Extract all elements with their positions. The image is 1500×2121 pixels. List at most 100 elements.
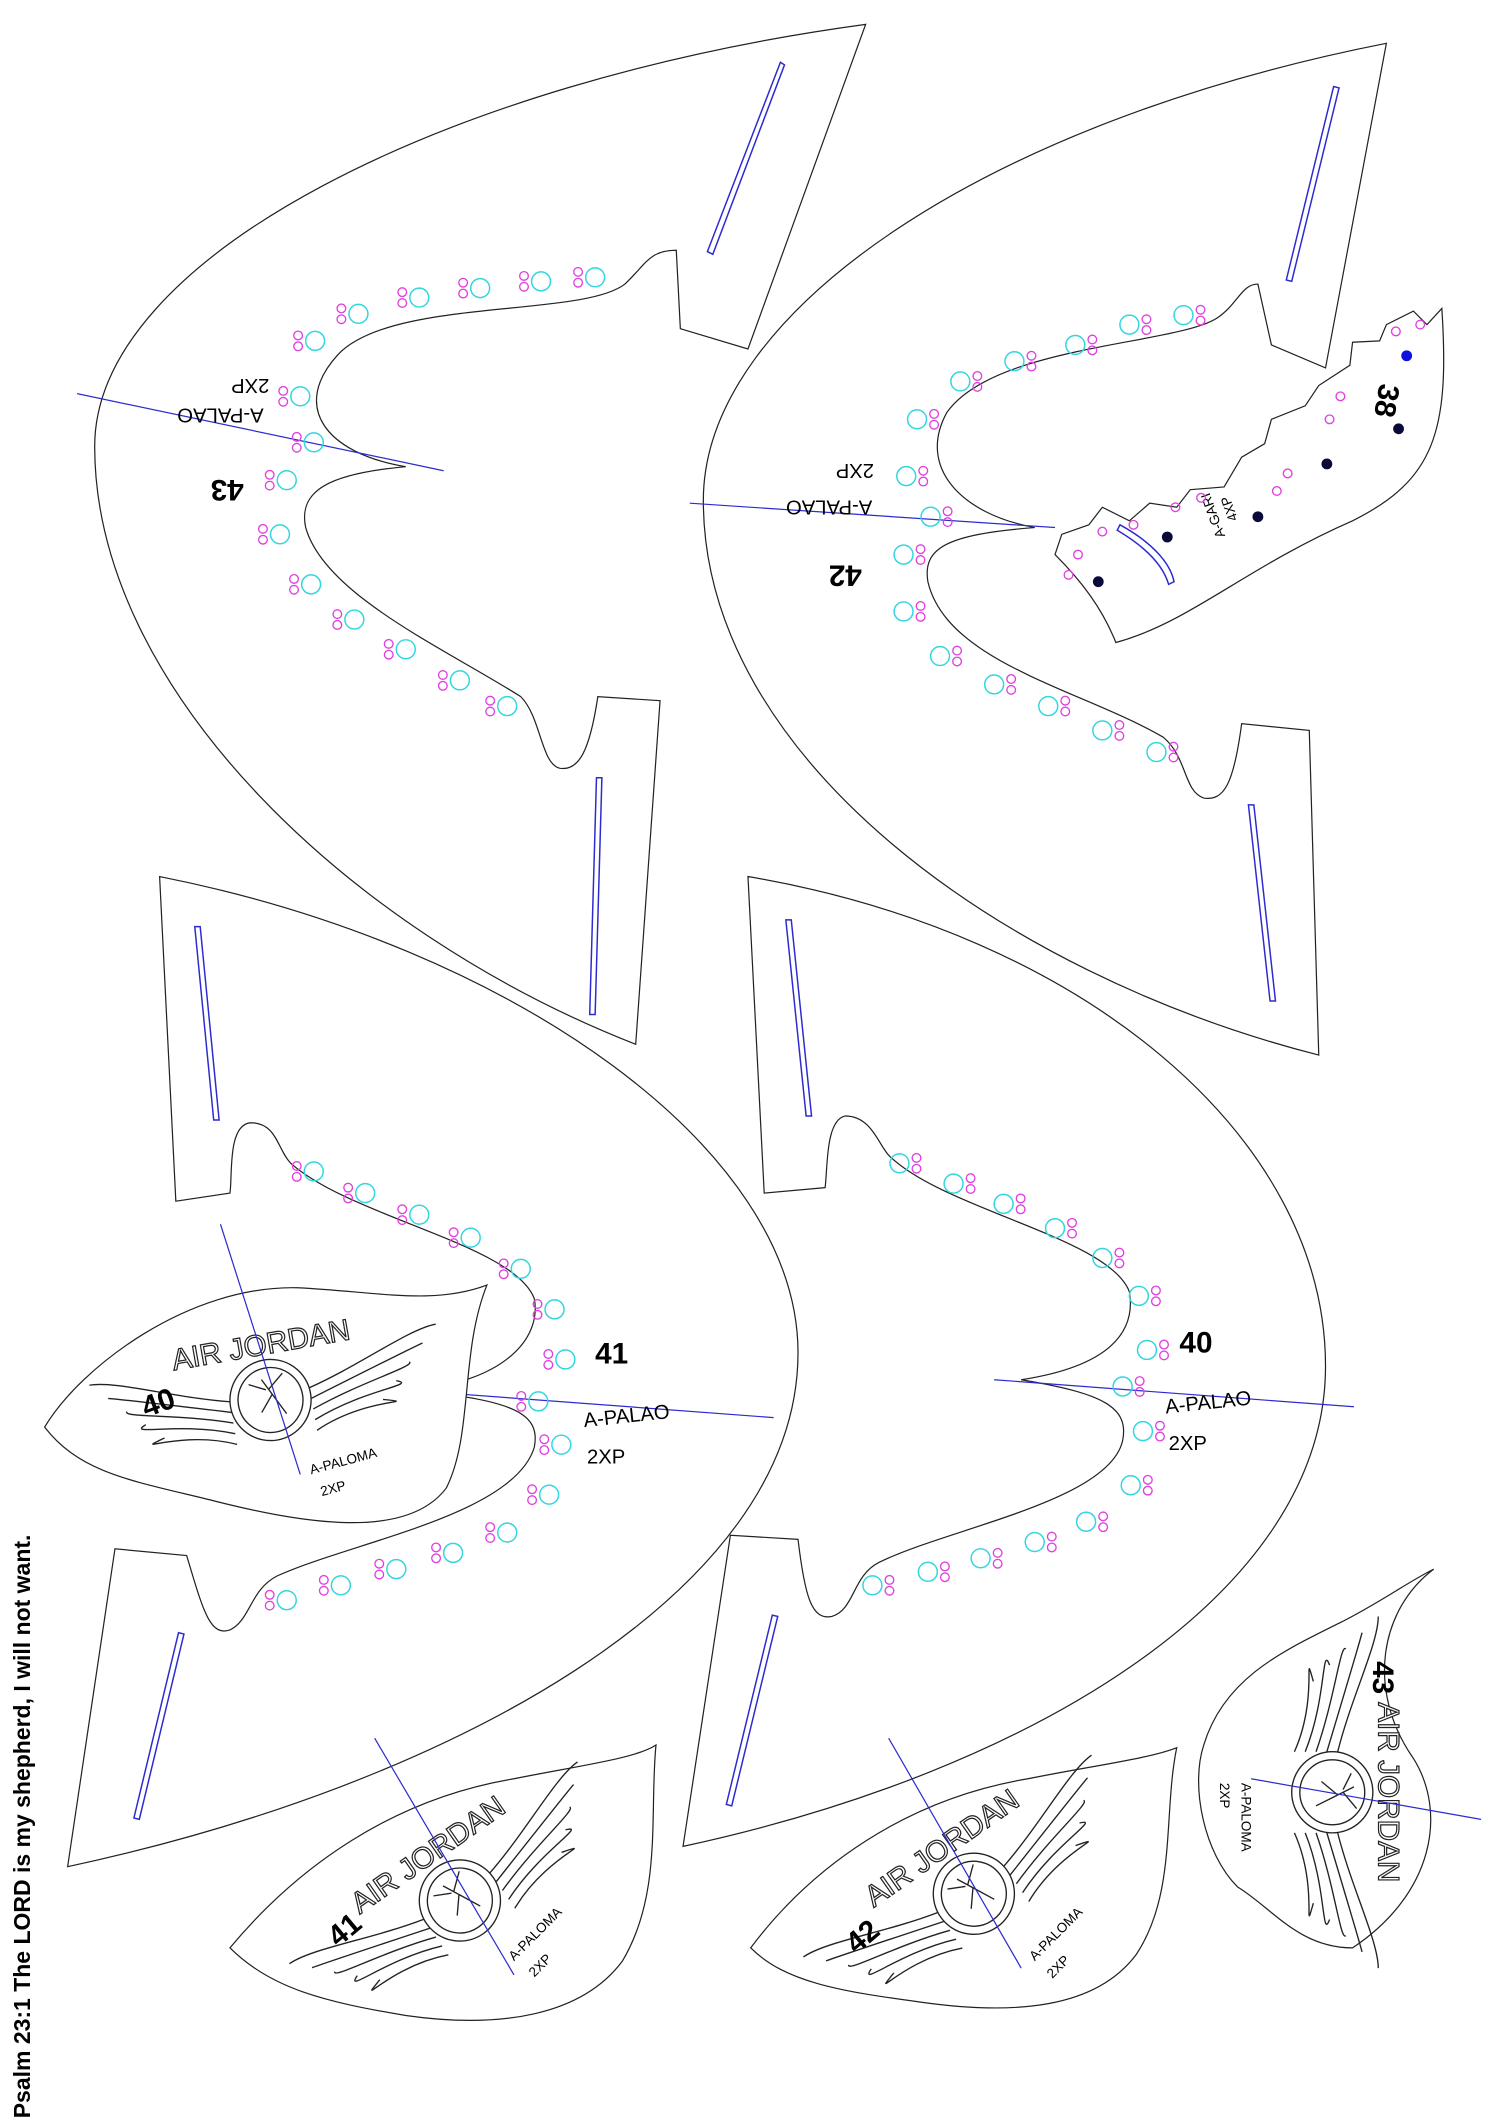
punch-hole-large xyxy=(1120,1475,1141,1496)
punch-hole-small xyxy=(1154,1431,1165,1442)
slot xyxy=(1285,85,1340,283)
punch-hole-small xyxy=(516,1401,527,1412)
punch-hole-small xyxy=(527,1484,538,1495)
grain-line xyxy=(374,1737,515,1976)
psalm-caption: Psalm 23:1 The LORD is my shepherd, I wi… xyxy=(9,1535,35,2119)
punch-hole-small xyxy=(992,1547,1003,1558)
punch-hole-small xyxy=(1114,1258,1125,1269)
punch-hole-large xyxy=(1024,1531,1045,1553)
punch-hole-small xyxy=(1098,1522,1109,1533)
punch-hole-small xyxy=(1015,1204,1026,1215)
punch-hole-large xyxy=(276,1590,297,1611)
punch-hole-small xyxy=(918,476,929,487)
punch-hole-small xyxy=(1142,1485,1153,1496)
punch-hole-large xyxy=(1112,1376,1133,1397)
punch-hole-small xyxy=(1067,1228,1078,1239)
punch-hole-large xyxy=(409,1204,430,1225)
punch-hole-small xyxy=(1154,1420,1165,1431)
punch-hole-small xyxy=(1026,350,1037,361)
slot xyxy=(1247,804,1277,1002)
punch-hole-small xyxy=(939,1561,950,1572)
punch-hole-small xyxy=(543,1359,554,1370)
marker-dots xyxy=(1092,350,1413,588)
punch-hole-small xyxy=(527,1495,538,1506)
size-label: 41 xyxy=(595,1337,628,1370)
punch-hole-small xyxy=(532,1298,543,1309)
punch-hole-large xyxy=(544,1299,565,1320)
punch-hole-small xyxy=(383,638,394,649)
punch-hole-large xyxy=(1004,350,1025,372)
punch-hole-small xyxy=(965,1183,976,1195)
punch-hole-large xyxy=(530,271,552,292)
punch-hole-large xyxy=(993,1193,1014,1215)
punch-hole-small xyxy=(291,1161,302,1172)
punch-hole-small xyxy=(911,1163,922,1174)
punch-hole-small xyxy=(448,1227,459,1238)
punch-hole-small xyxy=(431,1553,442,1564)
punch-hole-small xyxy=(278,385,289,396)
punch-hole-small xyxy=(383,649,394,660)
pattern-piece-43: 43 A-PALAO 2XP xyxy=(76,23,867,1046)
punch-hole-small xyxy=(1114,730,1125,741)
punch-hole-small xyxy=(942,506,953,517)
punch-hole-small xyxy=(343,1193,354,1204)
punch-hole-small xyxy=(929,419,940,430)
punch-hole-small xyxy=(485,695,496,706)
punch-hole-small xyxy=(291,431,302,442)
punch-hole-small xyxy=(516,1390,527,1401)
punch-hole-small xyxy=(264,1589,275,1600)
punch-hole-small xyxy=(1060,706,1071,717)
punch-hole-small xyxy=(915,611,926,622)
punch-hole-small xyxy=(884,1574,895,1585)
punch-hole-large xyxy=(929,645,951,667)
size-label: 43 xyxy=(211,473,244,506)
punch-hole-small xyxy=(1134,1376,1145,1387)
punch-hole-large xyxy=(1128,1285,1150,1307)
punch-hole-small xyxy=(1046,1542,1057,1553)
code-label: A-PALAO xyxy=(786,495,872,517)
qty-label: 2XP xyxy=(836,459,874,481)
punch-hole-small xyxy=(1015,1193,1026,1204)
punch-hole-small xyxy=(278,396,289,407)
punch-hole-small xyxy=(1335,391,1346,402)
grain-line xyxy=(76,393,444,472)
punch-hole-large xyxy=(970,1548,991,1569)
qty-label: 2XP xyxy=(587,1447,625,1469)
punch-hole-small xyxy=(965,1173,976,1184)
punch-hole-small xyxy=(1159,1339,1170,1350)
slot xyxy=(588,777,603,1016)
punch-hole-small xyxy=(1195,304,1206,315)
punch-hole-large xyxy=(449,670,471,691)
punch-hole-small xyxy=(448,1238,459,1249)
size-label: 40 xyxy=(1179,1327,1212,1360)
punch-hole-large xyxy=(584,267,606,288)
punch-hole-large xyxy=(510,1258,531,1280)
punch-hole-small xyxy=(1072,549,1084,560)
qty-label: 2XP xyxy=(1217,1783,1232,1809)
punch-hole-small xyxy=(336,303,347,314)
punch-hole-large xyxy=(1136,1339,1158,1361)
punch-hole-small xyxy=(518,281,529,292)
punch-hole-large xyxy=(896,465,917,487)
air-jordan-wings-logo: AIR JORDAN xyxy=(1291,1616,1405,1969)
pattern-piece-42: 42 A-PALAO 2XP xyxy=(689,42,1388,1056)
size-label: 38 xyxy=(1367,382,1405,420)
punch-hole-small xyxy=(1114,1247,1125,1258)
grain-line xyxy=(219,1223,301,1475)
punch-hole-large xyxy=(1065,334,1086,356)
punch-hole-small xyxy=(485,1532,496,1544)
punch-hole-large xyxy=(1132,1420,1154,1442)
punch-hole-small xyxy=(1390,326,1401,337)
punch-hole-large xyxy=(983,674,1005,695)
punch-hole-small xyxy=(397,1204,408,1215)
punch-hole-large xyxy=(409,287,430,308)
slot xyxy=(725,1614,779,1807)
svg-text:AIR JORDAN: AIR JORDAN xyxy=(1371,1702,1404,1882)
punch-hole-small xyxy=(332,609,343,620)
punch-hole-large xyxy=(1044,1218,1066,1239)
punch-hole-small xyxy=(498,1258,509,1269)
punch-hole-small xyxy=(264,480,275,491)
grain-line xyxy=(888,1737,1022,1969)
punch-hole-large xyxy=(1119,314,1140,335)
punch-hole-small xyxy=(289,584,300,595)
